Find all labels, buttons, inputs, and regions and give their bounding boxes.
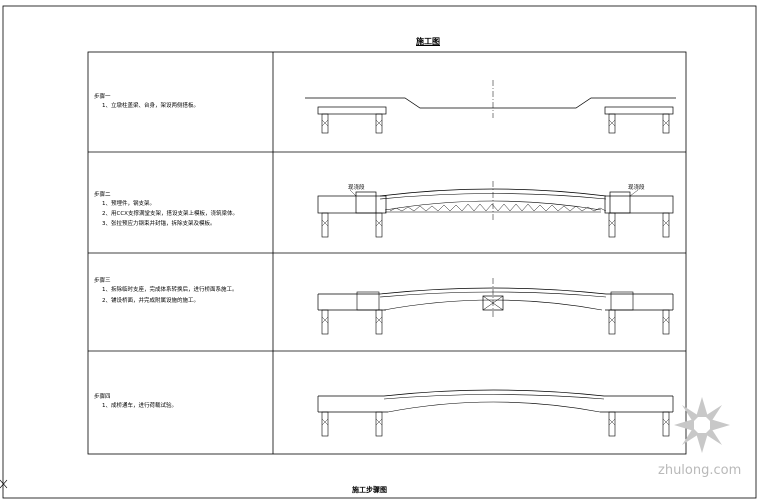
step3-drawing xyxy=(317,278,674,335)
step3-item: 1、拆除临时支座，完成体系转换后，进行桥面系施工。 xyxy=(102,287,238,293)
sheet-border xyxy=(2,5,757,499)
step2-heading: 步骤二 xyxy=(94,192,111,198)
step4-drawing xyxy=(317,389,674,437)
step2-item: 1、预埋件，钢支架。 xyxy=(102,201,155,207)
step4-heading: 步骤四 xyxy=(94,394,111,400)
drawing-caption: 施工步骤图 xyxy=(352,486,387,494)
step2-item: 2、用CCX支撑满堂支架，搭设支架上模板，浇筑梁体。 xyxy=(102,211,238,217)
step2-drawing xyxy=(317,181,674,238)
step3-item: 2、铺设桥面，并完成附属设施的施工。 xyxy=(102,298,200,304)
step1-heading: 步骤一 xyxy=(94,94,111,100)
step3-heading: 步骤三 xyxy=(94,278,111,284)
left-segment-label: 现浇段 xyxy=(348,185,365,191)
step4-item: 1、成桥通车，进行荷载试验。 xyxy=(102,403,178,409)
drawing-title: 施工图 xyxy=(416,37,440,46)
right-segment-label: 现浇段 xyxy=(628,185,645,191)
step1-item: 1、立墩柱盖梁、台身，架设两侧搭板。 xyxy=(102,103,200,109)
watermark-logo-icon xyxy=(674,397,730,453)
step1-drawing xyxy=(305,80,676,134)
corner-mark-icon xyxy=(0,479,8,489)
watermark-text: zhulong.com xyxy=(658,463,742,478)
step2-item: 3、张拉预应力钢束并封锚，拆除支架及模板。 xyxy=(102,221,216,227)
